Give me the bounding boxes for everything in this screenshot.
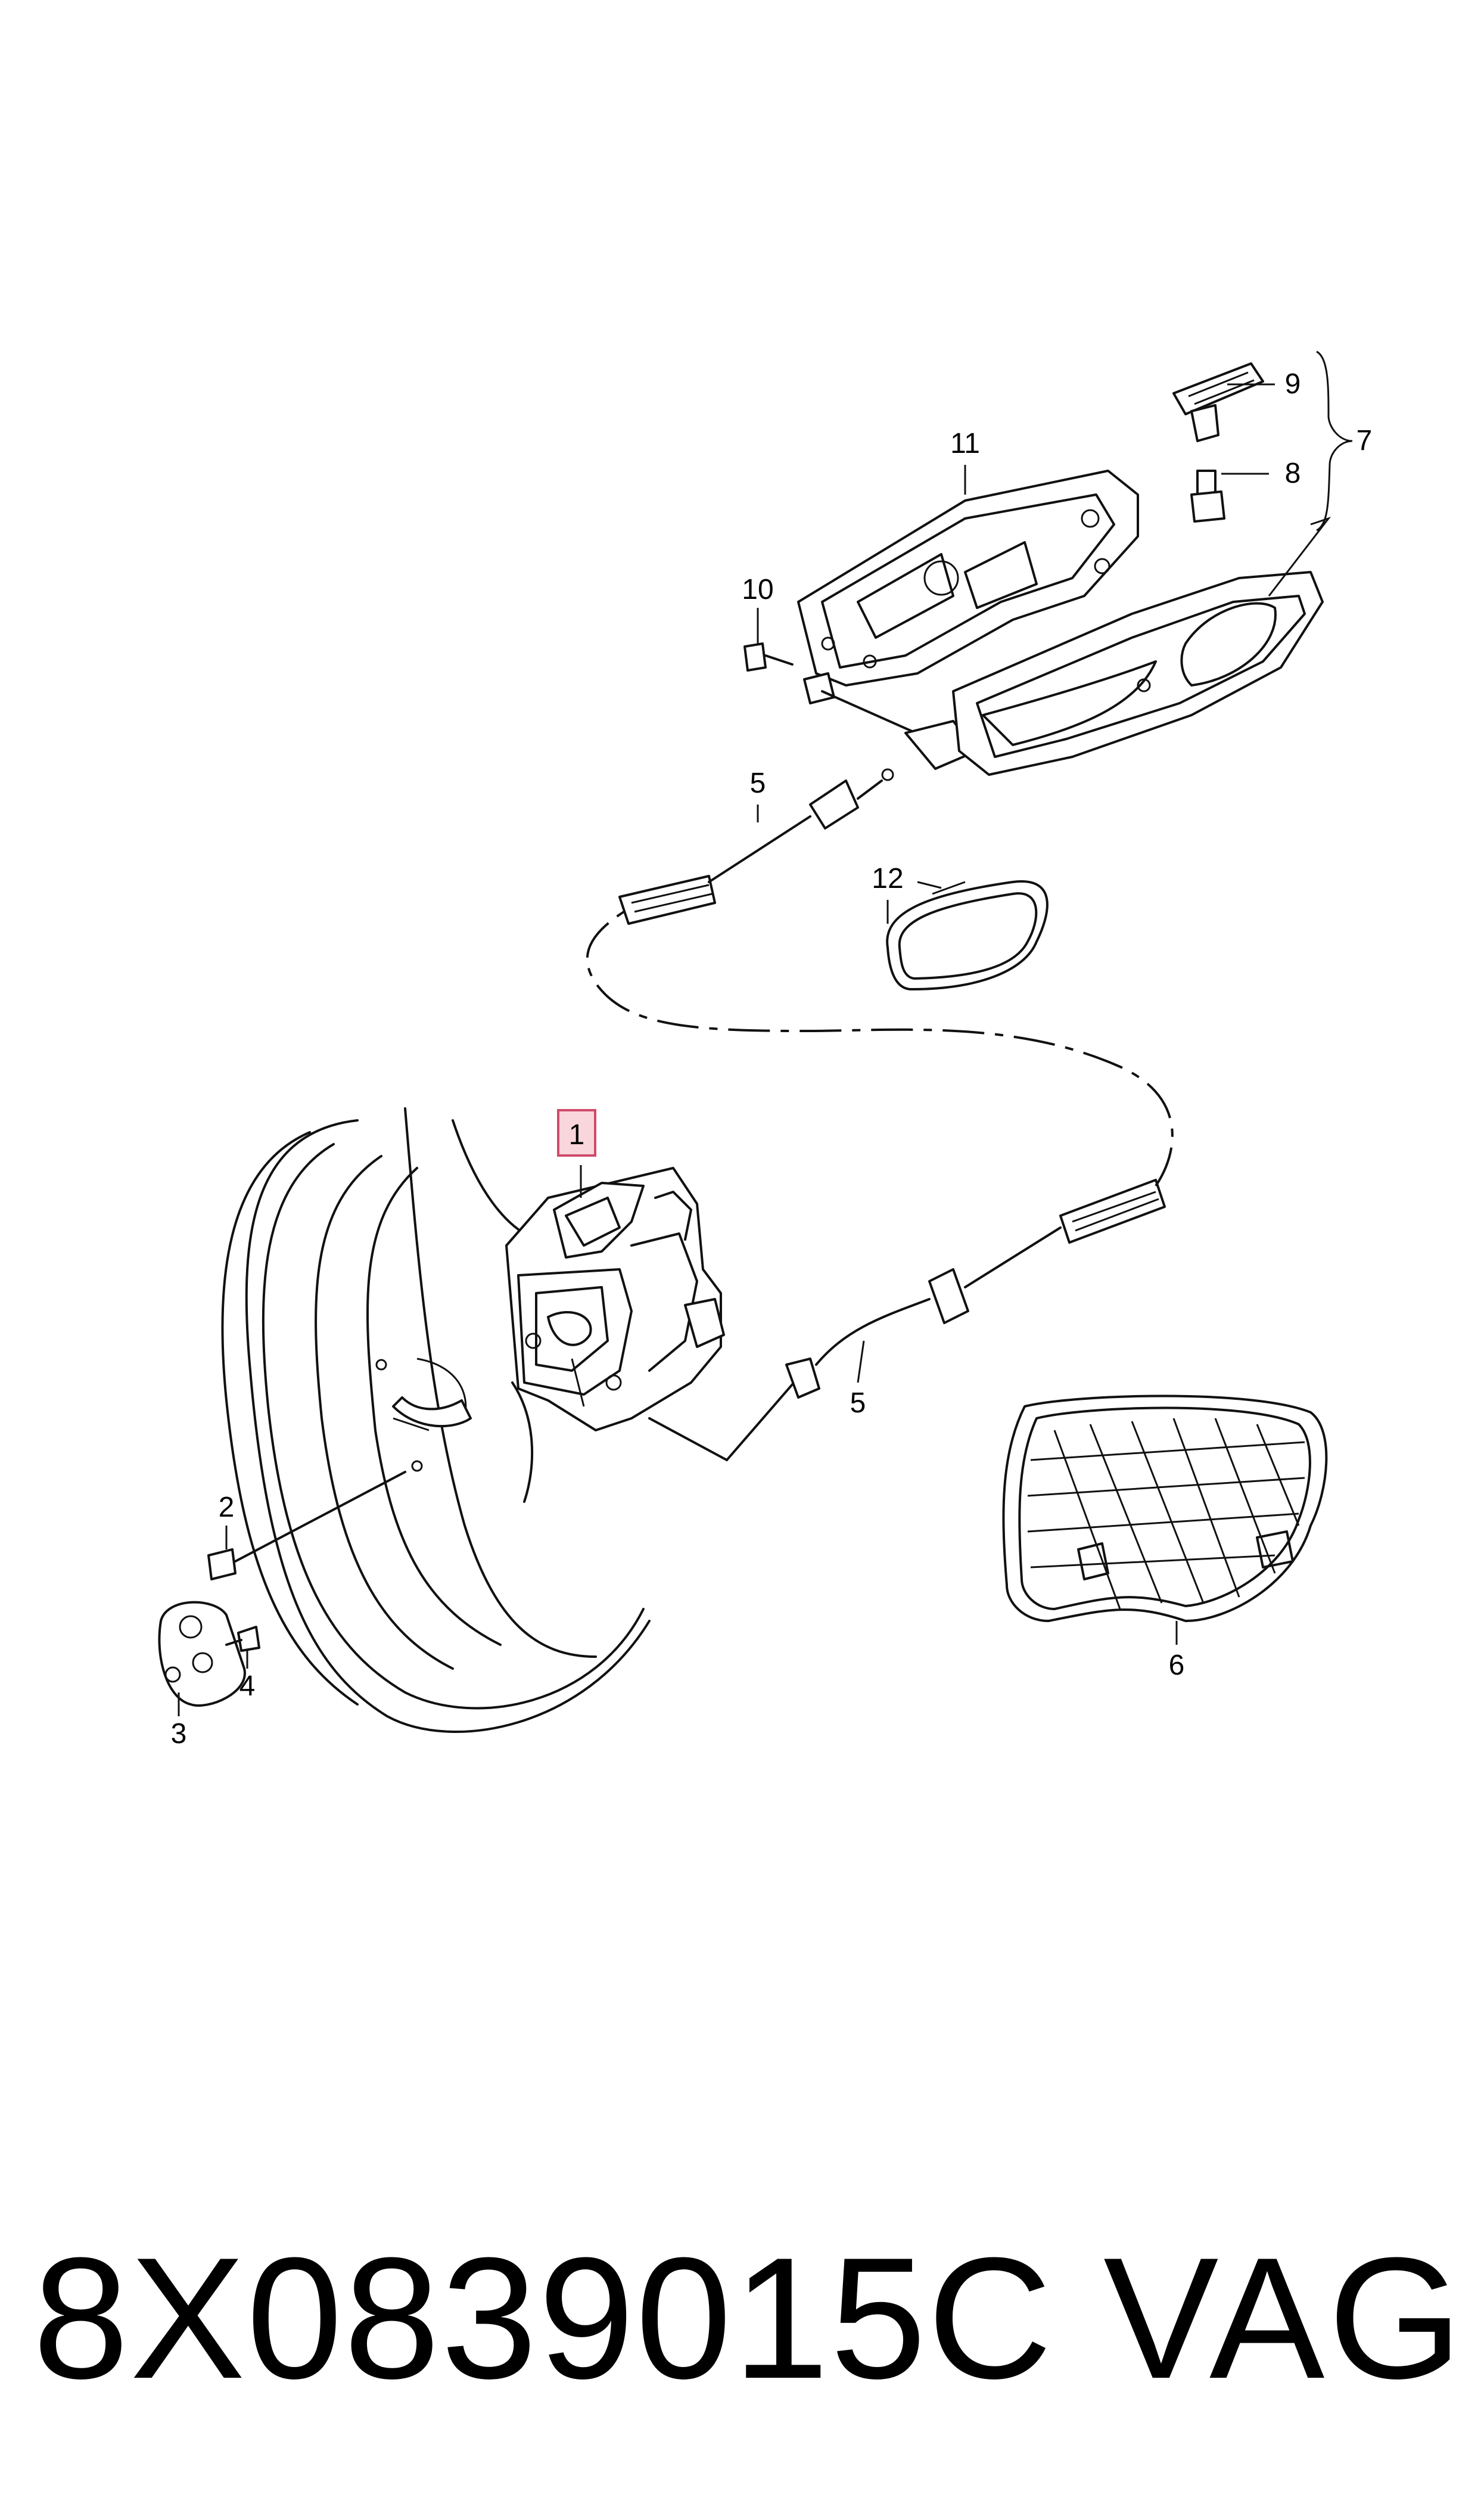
handle-seal xyxy=(886,880,1049,990)
callout-6[interactable]: 6 xyxy=(1169,1650,1185,1681)
leader-lines xyxy=(178,350,1353,1716)
callout-10[interactable]: 10 xyxy=(742,574,773,605)
trim-cover-mesh xyxy=(1027,1418,1305,1610)
callout-labels: 1 2 3 4 5 5 6 7 8 9 10 11 12 xyxy=(171,368,1373,1750)
part-number: 8X0839015C xyxy=(33,2222,1054,2415)
door-handle xyxy=(952,571,1324,776)
screw-2 xyxy=(207,1471,406,1580)
door-frame xyxy=(221,1107,651,1733)
callout-2[interactable]: 2 xyxy=(219,1492,235,1523)
callout-12[interactable]: 12 xyxy=(872,863,903,894)
lower-cable xyxy=(648,1179,1166,1461)
highlight-box-callout-1 xyxy=(557,1109,596,1157)
brand-name: VAG xyxy=(1103,2222,1466,2415)
footer: 8X0839015C VAG xyxy=(0,2205,1484,2431)
callout-1[interactable]: 1 xyxy=(569,1119,585,1151)
door-lock xyxy=(505,1167,725,1431)
callout-7[interactable]: 7 xyxy=(1357,425,1373,456)
door-trim-cover xyxy=(1002,1394,1328,1622)
screw-4 xyxy=(225,1626,260,1652)
screw-10 xyxy=(743,642,794,672)
upper-cable xyxy=(618,768,894,925)
callout-4[interactable]: 4 xyxy=(239,1670,256,1702)
parts-diagram: 1 2 3 4 5 5 6 7 8 9 10 11 12 xyxy=(158,350,1373,1750)
striker-plate xyxy=(158,1601,246,1707)
lock-cylinder-parts xyxy=(1172,362,1264,523)
callout-9[interactable]: 9 xyxy=(1285,368,1301,400)
cable-routing-dashed xyxy=(586,899,1174,1187)
callout-3[interactable]: 3 xyxy=(171,1718,187,1750)
callout-8[interactable]: 8 xyxy=(1285,458,1301,489)
callout-5-upper[interactable]: 5 xyxy=(750,768,766,799)
callout-5-lower[interactable]: 5 xyxy=(850,1387,866,1419)
callout-11[interactable]: 11 xyxy=(950,428,980,459)
